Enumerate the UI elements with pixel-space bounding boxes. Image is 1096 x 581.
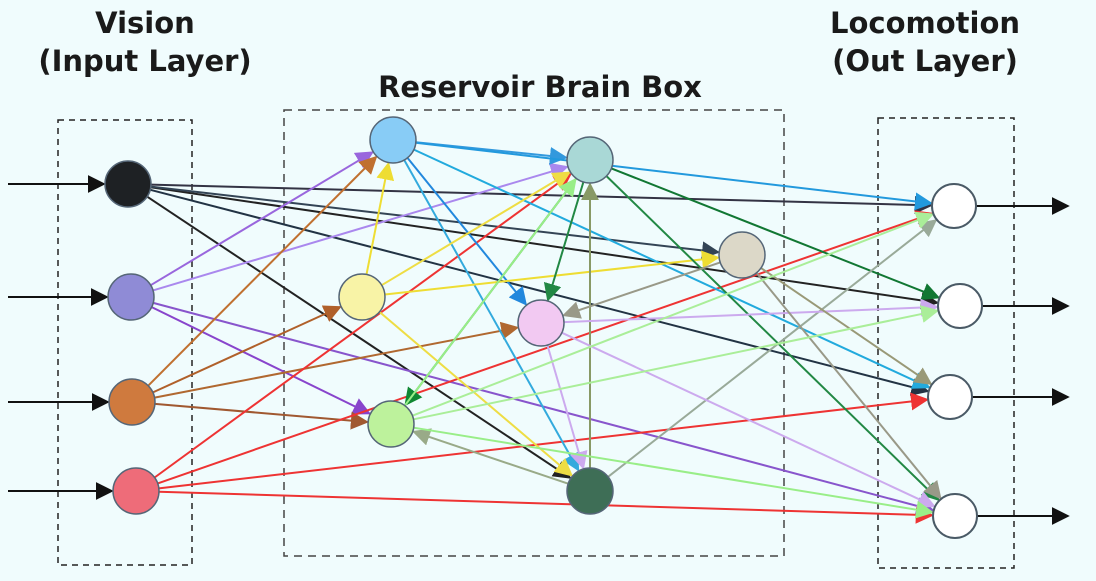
connection-in1-to-out3 [150, 188, 930, 396]
connection-in1-to-r_dark [146, 195, 572, 479]
connection-r_yellow-to-r_teal [381, 171, 571, 287]
connection-r_blue-to-r_pink [406, 157, 528, 306]
connection-r_green-to-out2 [413, 305, 940, 421]
connection-r_teal-to-r_pink [543, 181, 585, 302]
node-in1 [104, 160, 152, 208]
node-out4 [932, 493, 978, 539]
node-r_dark [566, 467, 614, 515]
connection-r_pink-to-r_dark [546, 344, 588, 470]
node-r_yellow [338, 273, 386, 321]
connection-r_beige-to-out4 [755, 272, 942, 500]
locomotion-title: Locomotion [829, 6, 1021, 40]
connection-in2-to-r_green [151, 306, 372, 415]
node-out2 [937, 283, 983, 329]
connection-in3-to-r_blue [147, 155, 378, 387]
vision-title: Vision [95, 6, 195, 40]
input-layer-title: (Input Layer) [38, 44, 252, 78]
node-r_pink [517, 299, 565, 347]
node-out1 [931, 183, 977, 229]
connection-r_pink-to-out4 [561, 331, 936, 508]
node-r_green [367, 400, 415, 448]
connection-r_yellow-to-r_beige [384, 250, 720, 296]
out-layer-title: (Out Layer) [832, 44, 1018, 78]
connection-in2-to-r_blue [150, 151, 374, 287]
connection-r_blue-to-r_dark [403, 159, 580, 472]
connection-r_green-to-r_teal [404, 177, 577, 407]
connection-in4-to-r_teal [154, 173, 573, 479]
connection-r_beige-to-r_pink [561, 261, 721, 319]
connection-r_beige-to-out3 [760, 267, 933, 386]
connection-r_dark-to-r_green [411, 428, 569, 485]
node-r_teal [566, 136, 614, 184]
connection-r_blue-to-out1 [415, 141, 933, 211]
connection-in1-to-out2 [150, 186, 939, 310]
node-r_blue [369, 116, 417, 164]
io-arrows [8, 175, 1070, 525]
reservoir-title: Reservoir Brain Box [378, 70, 702, 104]
connections [146, 141, 942, 524]
nodes [104, 116, 983, 539]
node-out3 [927, 374, 973, 420]
connection-in4-to-out4 [158, 490, 934, 524]
connection-in3-to-r_yellow [152, 305, 342, 394]
connection-r_green-to-out4 [413, 426, 935, 519]
connection-r_dark-to-out1 [607, 219, 938, 478]
connection-in1-to-r_beige [150, 185, 720, 260]
connection-r_pink-to-out2 [563, 298, 939, 324]
connection-r_yellow-to-r_blue [365, 161, 395, 275]
node-in3 [108, 378, 156, 426]
connection-in3-to-r_pink [154, 321, 520, 399]
node-in2 [107, 273, 155, 321]
connection-r_teal-to-out2 [611, 167, 941, 301]
connection-r_teal-to-out4 [605, 175, 940, 502]
connection-r_blue-to-out3 [413, 148, 931, 389]
connection-in4-to-out1 [157, 210, 934, 485]
node-r_beige [718, 231, 766, 279]
output-layer-box [877, 117, 1015, 569]
connection-r_green-to-out1 [412, 211, 935, 417]
connection-in4-to-out3 [158, 392, 929, 490]
connection-in3-to-r_green [154, 402, 369, 430]
node-in4 [112, 467, 160, 515]
